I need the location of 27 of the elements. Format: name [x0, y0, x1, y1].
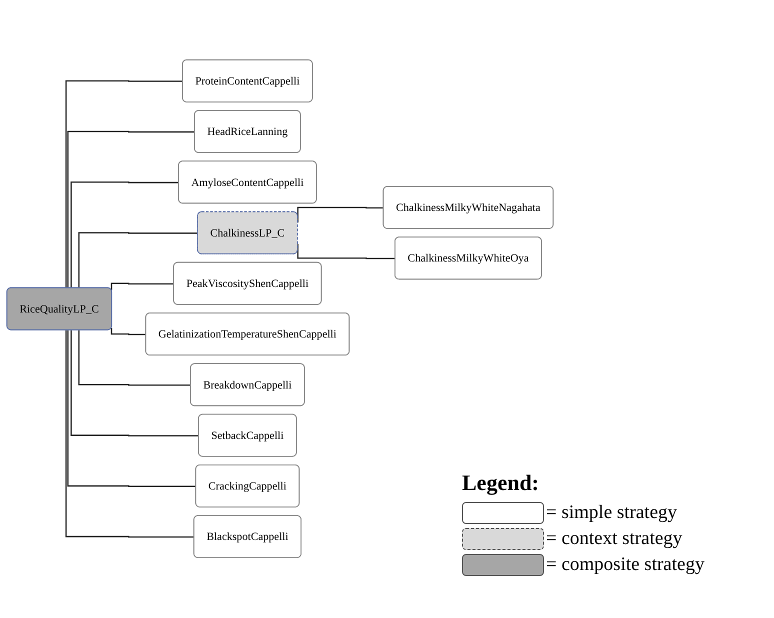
strategy-box: ChalkinessMilkyWhiteOya — [394, 236, 542, 280]
strategy-box: CrackingCappelli — [195, 464, 300, 508]
connector — [110, 328, 146, 336]
connector — [78, 232, 198, 288]
strategy-box: AmyloseContentCappelli — [178, 160, 317, 204]
strategy-box: ChalkinessLP_C — [197, 212, 298, 255]
connector — [110, 283, 174, 291]
legend-heading: Legend: — [462, 470, 540, 496]
strategy-box: GelatinizationTemperatureShenCappelli — [145, 312, 350, 356]
strategy-box: RiceQualityLP_C — [6, 288, 112, 330]
strategy-box: PeakViscosityShenCappelli — [173, 262, 322, 306]
legend-text: = simple strategy — [546, 502, 678, 524]
strategy-box: BlackspotCappelli — [193, 515, 302, 558]
strategy-box: ChalkinessMilkyWhiteNagahata — [382, 186, 554, 230]
connector — [78, 330, 191, 386]
strategy-box: SetbackCappelli — [198, 414, 297, 458]
legend-text: = context strategy — [546, 528, 682, 550]
strategy-box: ProteinContentCappelli — [182, 60, 313, 103]
connector — [70, 330, 199, 437]
connector — [67, 131, 195, 288]
connector — [70, 182, 179, 288]
connector — [65, 330, 194, 538]
strategy-box: HeadRiceLanning — [194, 110, 301, 154]
connector — [67, 330, 196, 488]
legend-text: = composite strategy — [546, 554, 704, 576]
connector — [65, 80, 183, 288]
strategy-box: BreakdownCappelli — [190, 363, 305, 406]
